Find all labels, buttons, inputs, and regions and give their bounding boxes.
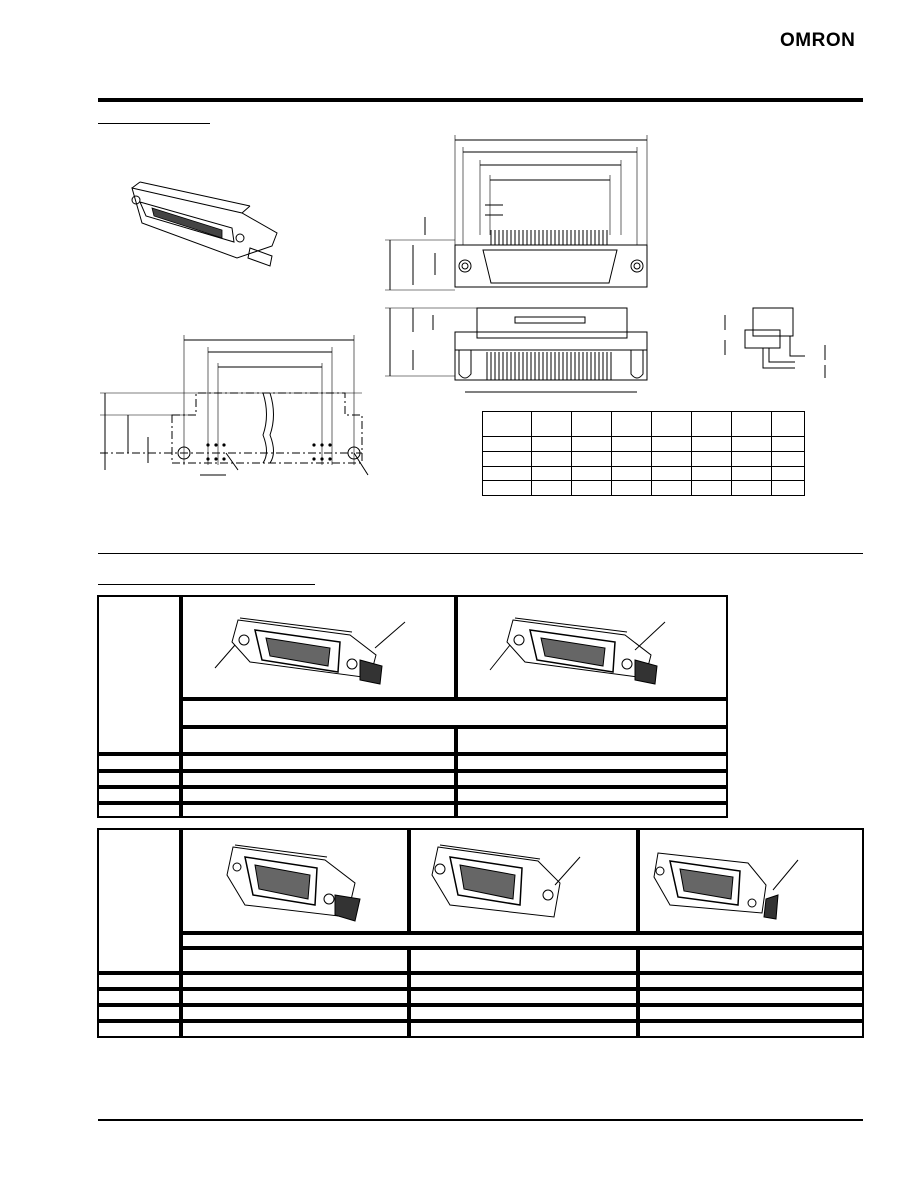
product-image-5 — [648, 835, 828, 925]
connector-profile-drawing — [715, 300, 835, 380]
selection-table-2 — [97, 828, 864, 1038]
product-image-4 — [420, 835, 600, 925]
product-image-2 — [485, 600, 665, 690]
footer-rule — [98, 1119, 863, 1121]
omron-logo: OMRON — [780, 30, 856, 51]
connector-isometric-drawing — [122, 178, 282, 268]
section-title-underline — [98, 123, 210, 124]
product-image-1 — [210, 600, 390, 690]
connector-front-view-drawing — [385, 135, 605, 315]
product-image-3 — [215, 835, 365, 925]
header-rule — [98, 98, 863, 102]
connector-side-view-drawing — [385, 300, 665, 410]
dimension-table — [482, 411, 805, 496]
pcb-mounting-layout-drawing — [100, 335, 380, 485]
ordering-section-underline — [98, 584, 315, 585]
selection-table-1 — [97, 595, 728, 818]
section-divider — [98, 553, 863, 554]
